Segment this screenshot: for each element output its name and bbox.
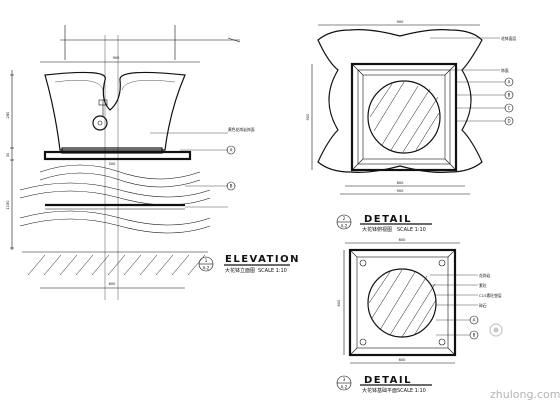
detail-2-circle	[367, 268, 437, 338]
svg-text:D: D	[507, 119, 510, 124]
watermark-text: zhulong.com	[490, 388, 560, 401]
elevation-callout-bubble-a	[226, 145, 236, 155]
detail-2-callout-1: 花岗岩	[479, 273, 491, 278]
detail-1-callout-bubble-c	[504, 103, 514, 113]
watermark-logo-icon	[489, 323, 503, 337]
elevation-dim-top: 900	[113, 56, 121, 60]
svg-text:1: 1	[205, 258, 208, 263]
elevation-drawing: 900 600 500	[6, 25, 300, 300]
elevation-dim-left-3: 1150	[6, 200, 10, 210]
detail-1-circle	[367, 80, 441, 154]
detail-2-callout-3: C15素砼垫层	[479, 293, 502, 298]
elevation-title: ELEVATION	[225, 254, 300, 265]
elevation-dim-left-1: 280	[6, 111, 10, 119]
elevation-callout-bubble-b	[226, 181, 236, 191]
elevation-subtitle: 大花钵立面图	[225, 267, 255, 274]
svg-text:B: B	[230, 184, 233, 189]
detail-1-outline	[317, 29, 483, 173]
detail-1-callout-1: 花钵面层	[501, 36, 516, 41]
svg-text:3: 3	[343, 377, 346, 382]
ornament-circle	[92, 115, 108, 131]
detail-2-subtitle: 大花钵基础平面	[362, 387, 397, 394]
detail-1-callout-bubble-a	[504, 77, 514, 87]
detail-1-subtitle: 大花钵俯视图	[362, 226, 392, 233]
detail-1-callout-bubble-b	[504, 90, 514, 100]
svg-text:B: B	[508, 93, 511, 98]
svg-text:A-2: A-2	[341, 385, 348, 390]
detail-2-callout-2: 素砼	[479, 283, 487, 288]
detail-1-dim-bottom-outer: 900	[397, 189, 405, 193]
svg-text:A-2: A-2	[203, 266, 210, 271]
detail-2-callout-4: 碎石	[479, 303, 487, 308]
detail-2-dim-bottom: 600	[399, 358, 407, 362]
detail-2-callout-bubble-b	[469, 330, 479, 340]
plinth-slab	[43, 150, 192, 161]
detail-1-dim-bottom-inner: 600	[397, 181, 405, 185]
detail-2-hatch	[368, 269, 437, 338]
detail-1-hatch	[369, 81, 440, 153]
detail-2-callout-bubble-a	[469, 315, 479, 325]
detail-2-frame	[348, 248, 457, 357]
detail-1-drawing: 900 900 600 900 花钵面层 饰面	[306, 20, 516, 233]
detail-1-callout-2: 饰面	[501, 68, 509, 73]
pot-bowl	[44, 71, 186, 151]
svg-text:A: A	[230, 148, 233, 153]
svg-text:A: A	[473, 318, 476, 323]
detail-1-callout-bubble-d	[504, 116, 514, 126]
detail-1-frame	[350, 62, 458, 172]
detail-1-title: DETAIL	[364, 214, 412, 225]
elevation-scale: SCALE 1:10	[258, 268, 287, 274]
detail-2-scale: SCALE 1:10	[397, 388, 426, 394]
elevation-dim-left-2: 30	[6, 152, 10, 157]
detail-2-drawing: 600 600 600 花岗岩 素砼 C15素砼垫层 碎石	[336, 238, 502, 394]
elevation-callout-1: 黄色花岗岩饰面	[228, 127, 255, 132]
watermark: zhulong.com	[489, 323, 560, 401]
detail-1-dim-top: 900	[397, 20, 405, 24]
svg-text:C: C	[508, 106, 511, 111]
detail-1-dim-left: 900	[306, 113, 310, 121]
ground-hatch	[27, 254, 206, 276]
svg-text:A: A	[508, 80, 511, 85]
svg-text:A-2: A-2	[341, 224, 348, 229]
svg-text:B: B	[473, 333, 476, 338]
detail-2-dim-top: 600	[399, 238, 407, 242]
elevation-dim-mid: 500	[109, 162, 117, 166]
detail-2-title: DETAIL	[364, 375, 412, 386]
detail-1-scale: SCALE 1:10	[397, 227, 426, 233]
detail-2-dim-left: 600	[337, 299, 341, 307]
svg-text:2: 2	[343, 216, 346, 221]
elevation-dim-bottom: 600	[109, 282, 117, 286]
